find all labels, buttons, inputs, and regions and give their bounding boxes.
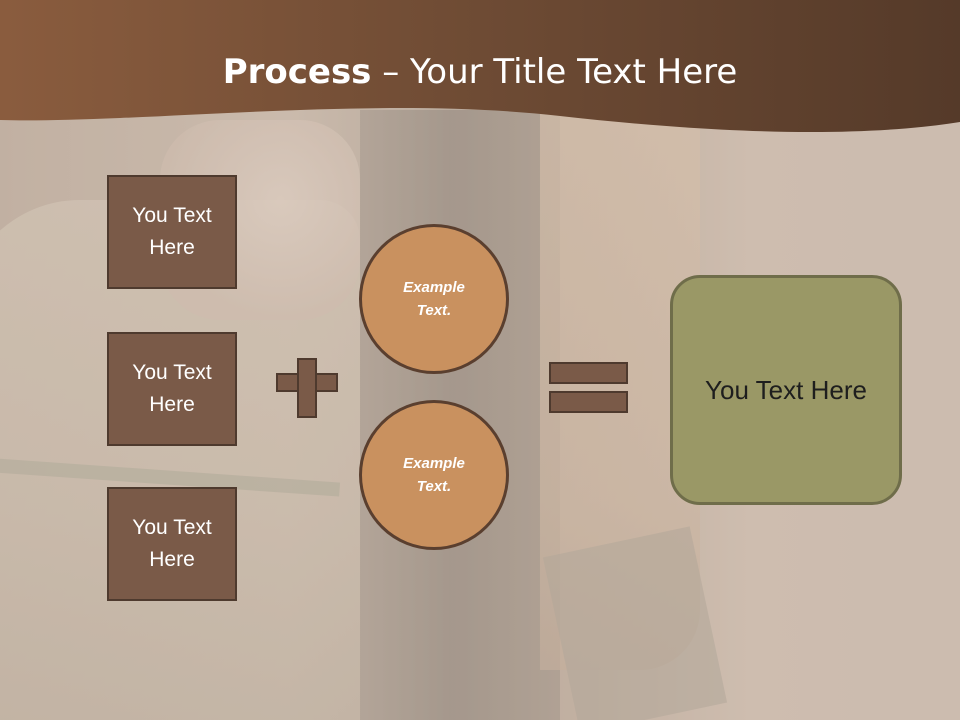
left-box-1: You Text Here	[107, 175, 237, 289]
example-circle-1: Example Text.	[359, 224, 509, 374]
equals-bottom-bar	[549, 391, 628, 413]
result-box: You Text Here	[670, 275, 902, 505]
plus-center	[299, 375, 315, 390]
left-box-2: You Text Here	[107, 332, 237, 446]
equals-top-bar	[549, 362, 628, 384]
header-band: Process – Your Title Text Here	[0, 0, 960, 140]
title-rest: – Your Title Text Here	[371, 52, 738, 92]
header-wave	[0, 0, 960, 133]
title-bold: Process	[222, 52, 372, 92]
left-box-3: You Text Here	[107, 487, 237, 601]
example-circle-2: Example Text.	[359, 400, 509, 550]
page-title: Process – Your Title Text Here	[0, 52, 960, 92]
